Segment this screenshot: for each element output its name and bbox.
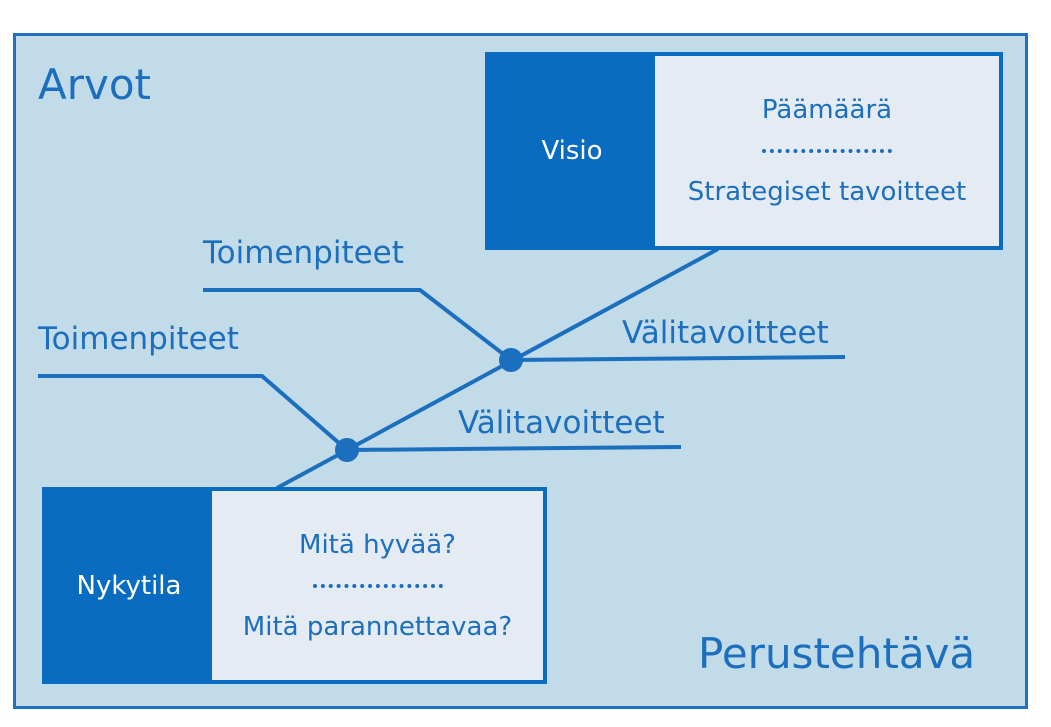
lower-goal-branch	[346, 445, 682, 452]
vision-box: Visio Päämäärä Strategiset tavoitteet	[485, 52, 1003, 250]
vision-strategy-text: Strategiset tavoitteet	[687, 177, 967, 207]
upper-junction-dot	[499, 348, 523, 372]
values-label: Arvot	[38, 60, 152, 109]
lower-action-label: Toimenpiteet	[38, 321, 239, 357]
current-improve-text: Mitä parannettavaa?	[242, 611, 513, 642]
current-state-content: Mitä hyvää? Mitä parannettavaa?	[212, 491, 543, 680]
current-state-box: Nykytila Mitä hyvää? Mitä parannettavaa?	[42, 487, 547, 684]
current-good-text: Mitä hyvää?	[299, 529, 456, 560]
vision-goal-text: Päämäärä	[761, 95, 893, 125]
upper-goal-label: Välitavoitteet	[622, 315, 829, 351]
lower-goal-label: Välitavoitteet	[458, 405, 665, 441]
upper-goal-branch	[510, 355, 846, 362]
current-divider	[312, 583, 443, 588]
mission-label: Perustehtävä	[698, 629, 976, 678]
vision-tag: Visio	[489, 56, 655, 246]
current-state-tag: Nykytila	[46, 491, 212, 680]
upper-action-label: Toimenpiteet	[203, 235, 404, 271]
vision-divider	[762, 149, 892, 153]
upper-action-branch	[203, 288, 513, 362]
lower-junction-dot	[335, 438, 359, 462]
lower-action-branch	[38, 374, 349, 452]
vision-content: Päämäärä Strategiset tavoitteet	[655, 56, 999, 246]
